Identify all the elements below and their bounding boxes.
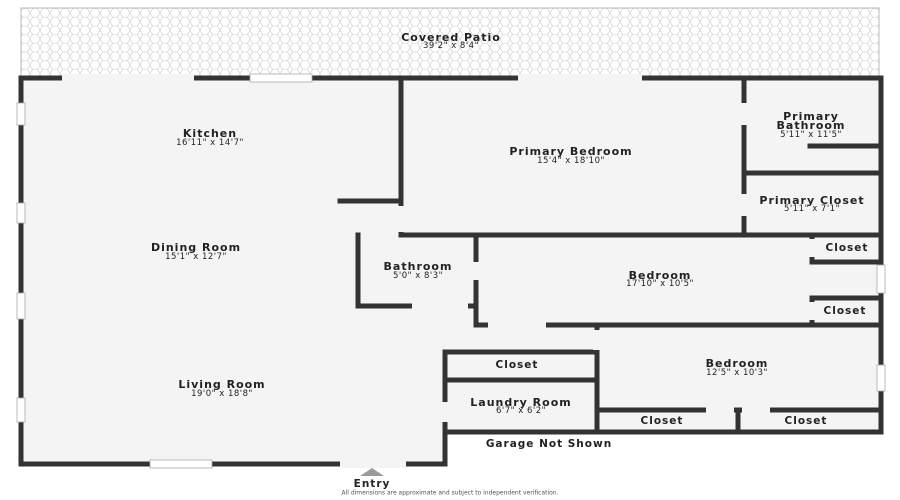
bathroom-dims: 5'0" x 8'3" <box>392 271 444 281</box>
garage-note: Garage Not Shown <box>485 438 613 450</box>
laundry-room-dims: 6'7" x 6'2" <box>495 406 547 416</box>
disclaimer: All dimensions are approximate and subje… <box>341 489 559 497</box>
dining-room-dims: 15'1" x 12'7" <box>165 252 227 262</box>
bedroom-2-closet-left-label: Closet <box>640 415 684 427</box>
door-openings <box>62 74 816 468</box>
primary-bathroom-label-line1: Primary <box>783 110 839 123</box>
entry-label: Entry <box>353 478 391 490</box>
living-room-dims: 19'0" x 18'8" <box>191 389 253 399</box>
windows <box>16 73 886 469</box>
kitchen-label: Kitchen <box>182 127 238 140</box>
living-room-label: Living Room <box>178 378 266 391</box>
bedroom-2-closet-right-label: Closet <box>784 415 828 427</box>
hall-closet-label: Closet <box>495 359 539 371</box>
walls <box>18 75 884 467</box>
patio-area <box>20 7 880 77</box>
bedroom-1-label: Bedroom <box>628 269 692 282</box>
entry-arrow-icon <box>360 468 384 476</box>
bedroom-2-dims: 12'5" x 10'3" <box>706 368 768 378</box>
patio-dims: 39'2" x 8'4" <box>423 41 479 51</box>
bathroom-label: Bathroom <box>383 260 453 273</box>
primary-bedroom-label: Primary Bedroom <box>509 145 633 158</box>
primary-closet-dims: 5'11" x 7'1" <box>784 204 840 214</box>
bedroom-1-closet-lower-label: Closet <box>823 305 867 317</box>
laundry-room-label: Laundry Room <box>470 396 572 409</box>
bedroom-1-dims: 17'10" x 10'5" <box>626 279 694 289</box>
floor-fill <box>21 78 881 464</box>
bedroom-1-closet-upper-label: Closet <box>825 242 869 254</box>
patio-label: Covered Patio <box>401 31 501 44</box>
primary-bathroom-dims: 5'11" x 11'5" <box>780 130 842 140</box>
dining-room-label: Dining Room <box>150 241 242 254</box>
primary-bathroom-label-line2: Bathroom <box>776 119 846 132</box>
kitchen-dims: 16'11" x 14'7" <box>176 138 244 148</box>
primary-closet-label: Primary Closet <box>759 194 865 207</box>
bedroom-2-label: Bedroom <box>705 357 769 370</box>
primary-bedroom-dims: 15'4" x 18'10" <box>537 156 605 166</box>
